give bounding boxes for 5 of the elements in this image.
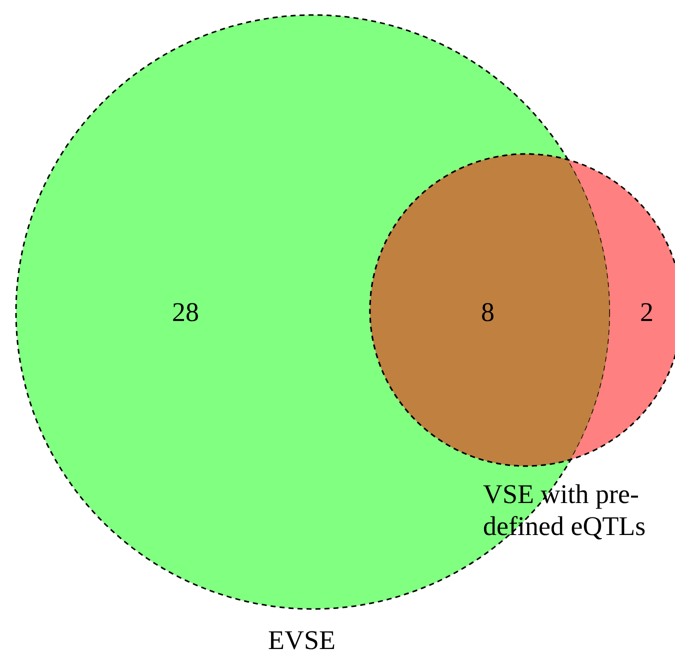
- set-label: EVSE: [268, 624, 336, 656]
- set-label: VSE with pre-defined eQTLs: [483, 478, 647, 542]
- count-label: 8: [481, 296, 494, 328]
- count-label: 2: [640, 296, 654, 328]
- count-label: 28: [172, 296, 199, 328]
